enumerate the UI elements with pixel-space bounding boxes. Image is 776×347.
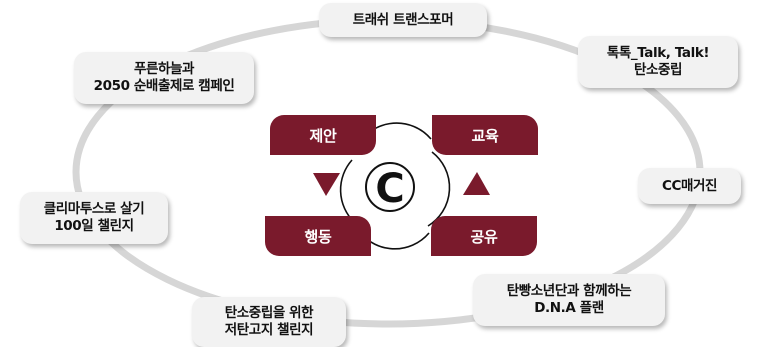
program-label: CC매거진 [661,177,718,194]
step-act: 행동 [265,216,371,256]
logo-ring [365,162,415,212]
program-label-line2: D.N.A 플랜 [534,300,604,316]
program-label-line1: 클리마투스로 살기 [43,201,145,217]
step-share: 공유 [431,216,537,256]
arc-right [427,151,451,227]
program-talk-talk: 톡톡_Talk, Talk! 탄소중립 [578,36,738,88]
step-propose: 제안 [270,115,376,155]
arc-left [339,159,355,223]
arrow-up-icon [463,172,490,195]
program-label-line2: 탄소중립 [633,62,683,78]
program-label-line1: 탄소중립을 위한 [224,305,314,321]
program-cc-magazine: CC매거진 [638,168,741,204]
program-blue-sky-campaign: 푸른하늘과 2050 순배출제로 캠페인 [74,52,254,104]
program-label: 트래쉬 트랜스포머 [352,11,454,28]
program-low-carbon-challenge: 탄소중립을 위한 저탄고지 챌린지 [192,297,346,347]
arrow-down-icon [313,173,340,196]
program-label-line1: 톡톡_Talk, Talk! [606,45,710,61]
program-trash-transformer: 트래쉬 트랜스포머 [319,3,487,37]
program-label-line1: 탄빵소년단과 함께하는 [506,283,632,299]
logo-c: C [375,166,404,212]
program-label-line2: 100일 챌린지 [54,218,134,234]
program-label-line2: 저탄고지 챌린지 [224,322,314,338]
program-climatus-challenge: 클리마투스로 살기 100일 챌린지 [20,192,168,244]
step-educate: 교육 [432,115,538,155]
program-label-line1: 푸른하늘과 [133,61,195,77]
program-dna-plan: 탄빵소년단과 함께하는 D.N.A 플랜 [473,274,665,326]
program-label-line2: 2050 순배출제로 캠페인 [93,78,235,94]
